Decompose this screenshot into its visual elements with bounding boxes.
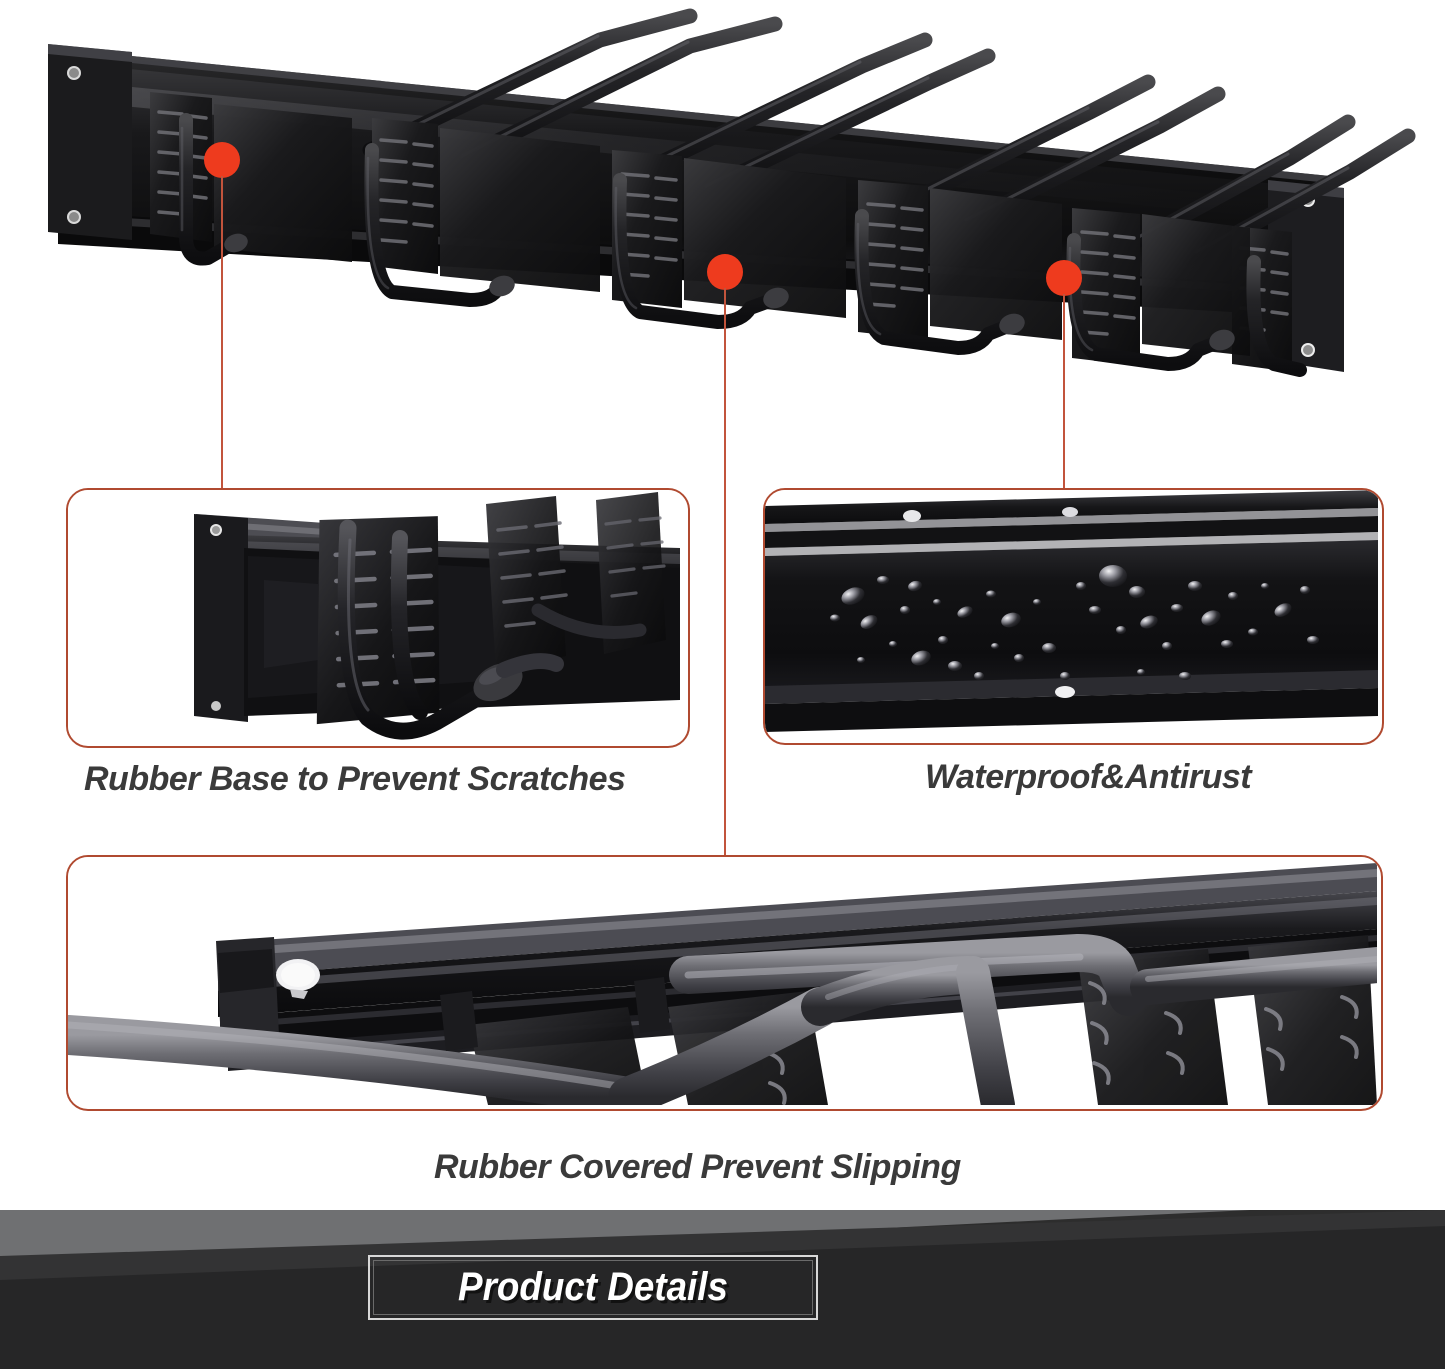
rubber-hook-tips bbox=[224, 233, 1235, 351]
leader-line-rubber-base bbox=[221, 176, 223, 490]
callout-dot-waterproof[interactable] bbox=[1046, 260, 1082, 296]
detail-panel-waterproof bbox=[763, 488, 1384, 745]
rubber-covered-hook bbox=[68, 934, 1381, 1109]
left-mount-bracket bbox=[48, 44, 132, 240]
callout-dot-rubber-base[interactable] bbox=[204, 142, 240, 178]
callout-dot-rubber-covered[interactable] bbox=[707, 254, 743, 290]
banner-title-frame bbox=[368, 1255, 818, 1320]
water-droplets bbox=[830, 565, 1319, 680]
detail-panel-rubber-covered bbox=[66, 855, 1383, 1111]
leader-line-waterproof bbox=[1063, 294, 1065, 490]
waterproof-closeup-image bbox=[765, 490, 1378, 739]
caption-rubber-base: Rubber Base to Prevent Scratches bbox=[84, 760, 626, 798]
rubber-tip bbox=[473, 653, 564, 702]
banner-title-text: Product Details bbox=[458, 1265, 728, 1309]
rubber-base-closeup-image bbox=[68, 490, 684, 742]
caption-waterproof: Waterproof&Antirust bbox=[925, 758, 1252, 796]
product-details-banner bbox=[0, 1210, 1445, 1369]
detail-panel-rubber-base bbox=[66, 488, 690, 748]
rubber-covered-closeup-image bbox=[68, 857, 1381, 1109]
hero-product-image bbox=[0, 0, 1445, 470]
caption-rubber-covered: Rubber Covered Prevent Slipping bbox=[434, 1148, 961, 1186]
leader-line-rubber-covered bbox=[724, 288, 726, 856]
u-hooks bbox=[179, 113, 1307, 377]
tool-rack-illustration bbox=[48, 8, 1416, 377]
